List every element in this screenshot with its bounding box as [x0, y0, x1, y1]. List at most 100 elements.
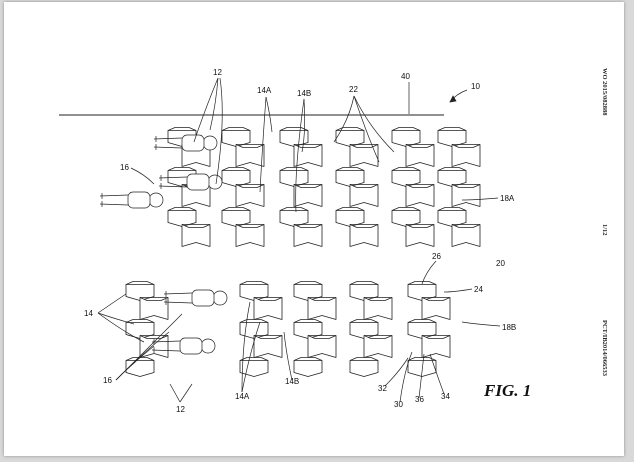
ref-18b: 18B	[502, 323, 516, 332]
seat-upper-col0-0	[221, 127, 251, 147]
ref-30: 30	[394, 400, 403, 409]
leader-line-27	[283, 331, 293, 381]
leader-line-19	[97, 312, 145, 343]
ref-16-bottom: 16	[103, 376, 112, 385]
passenger-2	[158, 173, 223, 191]
ref-32: 32	[378, 384, 387, 393]
seat-upper-col2-1	[349, 144, 379, 167]
seat-lower-col2-4	[293, 357, 323, 377]
leader-line-26	[241, 321, 261, 393]
leader-line-31	[429, 353, 445, 395]
ref-12-bottom: 12	[176, 405, 185, 414]
seat-upper-col-first-5	[181, 224, 211, 247]
ref-14a-bottom: 14A	[235, 392, 250, 401]
seat-upper-col4-3	[451, 184, 481, 207]
seat-lower-col4-4	[407, 357, 437, 377]
seat-lower-col0-0	[125, 281, 155, 301]
ref-14-left: 14	[84, 309, 93, 318]
seat-lower-col2-0	[293, 281, 323, 301]
passenger-1	[153, 134, 218, 152]
seat-upper-col0-1	[235, 144, 265, 167]
passengers	[99, 134, 228, 355]
seat-upper-col2-4	[335, 207, 365, 227]
ref-20: 20	[496, 259, 505, 268]
ref-24: 24	[474, 285, 483, 294]
seat-groups	[125, 127, 481, 377]
seat-lower-col3-2	[349, 319, 379, 339]
leader-line-23	[169, 383, 181, 403]
leader-line-1	[193, 77, 219, 143]
seat-upper-col2-2	[335, 167, 365, 187]
seat-lower-col3-3	[363, 335, 393, 358]
seat-upper-col4-4	[437, 207, 467, 227]
ref-40: 40	[401, 72, 410, 81]
leader-line-30	[418, 353, 425, 399]
seat-upper-col3-0	[391, 127, 421, 147]
leader-line-4	[259, 96, 267, 193]
seat-lower-col3-1	[363, 297, 393, 320]
ref-36: 36	[415, 395, 424, 404]
seat-upper-col3-5	[405, 224, 435, 247]
seat-lower-col0-2	[125, 319, 155, 339]
seat-upper-col-first-4	[167, 207, 197, 227]
seat-lower-col1-1	[253, 297, 283, 320]
leader-line-15	[443, 288, 473, 293]
seat-upper-col4-2	[437, 167, 467, 187]
seat-upper-col1-4	[279, 207, 309, 227]
seat-lower-col2-1	[307, 297, 337, 320]
seat-upper-col0-5	[235, 224, 265, 247]
seat-lower-col4-2	[407, 319, 437, 339]
passenger-3	[99, 191, 164, 209]
leader-line-18	[97, 312, 135, 325]
seat-upper-col2-3	[349, 184, 379, 207]
ref-22: 22	[349, 85, 358, 94]
seat-lower-col2-2	[293, 319, 323, 339]
seat-lower-col0-1	[139, 297, 169, 320]
leader-line-12	[130, 167, 155, 185]
ref-14b-top: 14B	[297, 89, 311, 98]
patent-sheet: WO 2015/082888 1/12 PCT/IB2014/066533 12…	[4, 2, 624, 456]
leader-line-29	[399, 351, 413, 403]
ref-10: 10	[471, 82, 480, 91]
leader-line-28	[384, 357, 409, 387]
seat-lower-col3-4	[349, 357, 379, 377]
seat-upper-col3-3	[405, 184, 435, 207]
leader-line-16	[461, 321, 501, 327]
passenger-4	[163, 289, 228, 307]
ref-16-top: 16	[120, 163, 129, 172]
leader-line-17	[97, 293, 127, 314]
seat-lower-col4-0	[407, 281, 437, 301]
seat-upper-col1-0	[279, 127, 309, 147]
passenger-5	[151, 337, 216, 355]
seat-upper-col1-2	[279, 167, 309, 187]
leader-line-2	[215, 77, 223, 185]
seat-upper-col4-5	[451, 224, 481, 247]
ref-14b-bottom: 14B	[285, 377, 299, 386]
leader-line-13	[461, 197, 499, 201]
seat-upper-col1-3	[293, 184, 323, 207]
leader-line-0	[209, 77, 219, 131]
leader-line-9	[353, 95, 395, 153]
seat-upper-col4-0	[437, 127, 467, 147]
leader-line-5	[301, 98, 306, 153]
seat-upper-col2-0	[335, 127, 365, 147]
seat-upper-col2-5	[349, 224, 379, 247]
leader-line-8	[353, 95, 380, 163]
seating-diagram: 12 14A 14B 22 40 10 16 18A 26 20 24 14 1…	[59, 68, 531, 414]
ref-14a-top: 14A	[257, 86, 272, 95]
arrow-head-10	[449, 95, 457, 103]
seat-upper-col3-4	[391, 207, 421, 227]
seat-lower-col4-3	[421, 335, 451, 358]
seat-lower-col1-2	[239, 319, 269, 339]
seat-upper-col0-3	[235, 184, 265, 207]
ref-26: 26	[432, 252, 441, 261]
leader-line-7	[333, 95, 355, 143]
seat-upper-col4-1	[451, 144, 481, 167]
seat-lower-col1-4	[239, 357, 269, 377]
leader-line-3	[265, 96, 273, 133]
leader-line-6	[295, 98, 305, 213]
seat-lower-col1-0	[239, 281, 269, 301]
seat-lower-col2-3	[307, 335, 337, 358]
seat-lower-col4-1	[421, 297, 451, 320]
leader-line-24	[179, 383, 193, 403]
